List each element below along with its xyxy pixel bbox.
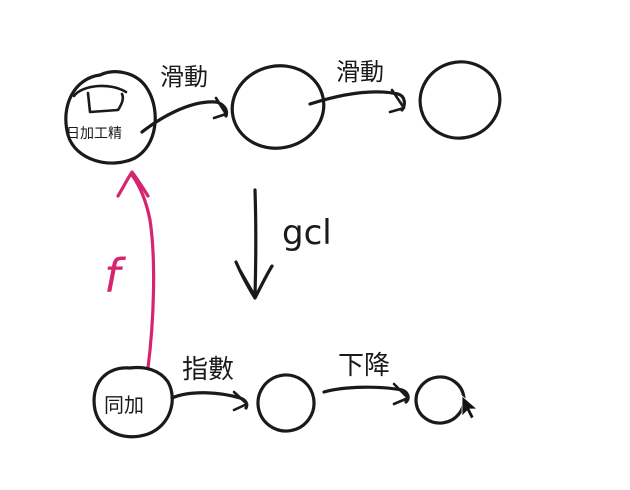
- top-start-node: 日加工精: [64, 70, 157, 165]
- mouse-cursor-icon: [461, 395, 479, 420]
- bottom-edge-1: 指數: [170, 355, 249, 412]
- pink-arrow-label: f: [104, 249, 126, 303]
- bottom-edge-1-label: 指數: [182, 355, 234, 385]
- top-edge-1-label: 滑動: [160, 63, 208, 91]
- top-edge-2: 滑動: [308, 58, 406, 114]
- top-edge-1: 滑動: [140, 63, 229, 134]
- bottom-middle-node: [256, 373, 316, 433]
- bottom-start-node-label: 同加: [104, 393, 144, 417]
- bottom-right-node: [414, 375, 466, 425]
- top-right-node: [418, 60, 502, 140]
- bottom-edge-2: 下降: [322, 351, 410, 406]
- top-edge-2-label: 滑動: [336, 58, 384, 86]
- vertical-arrow-label: gcl: [282, 213, 332, 253]
- top-start-node-label: 日加工精: [66, 126, 122, 142]
- bottom-edge-2-label: 下降: [338, 351, 390, 381]
- pink-arrow: f: [104, 170, 156, 370]
- top-middle-node: [230, 64, 326, 150]
- bottom-start-node: 同加: [92, 365, 174, 439]
- vertical-arrow: gcl: [234, 188, 332, 300]
